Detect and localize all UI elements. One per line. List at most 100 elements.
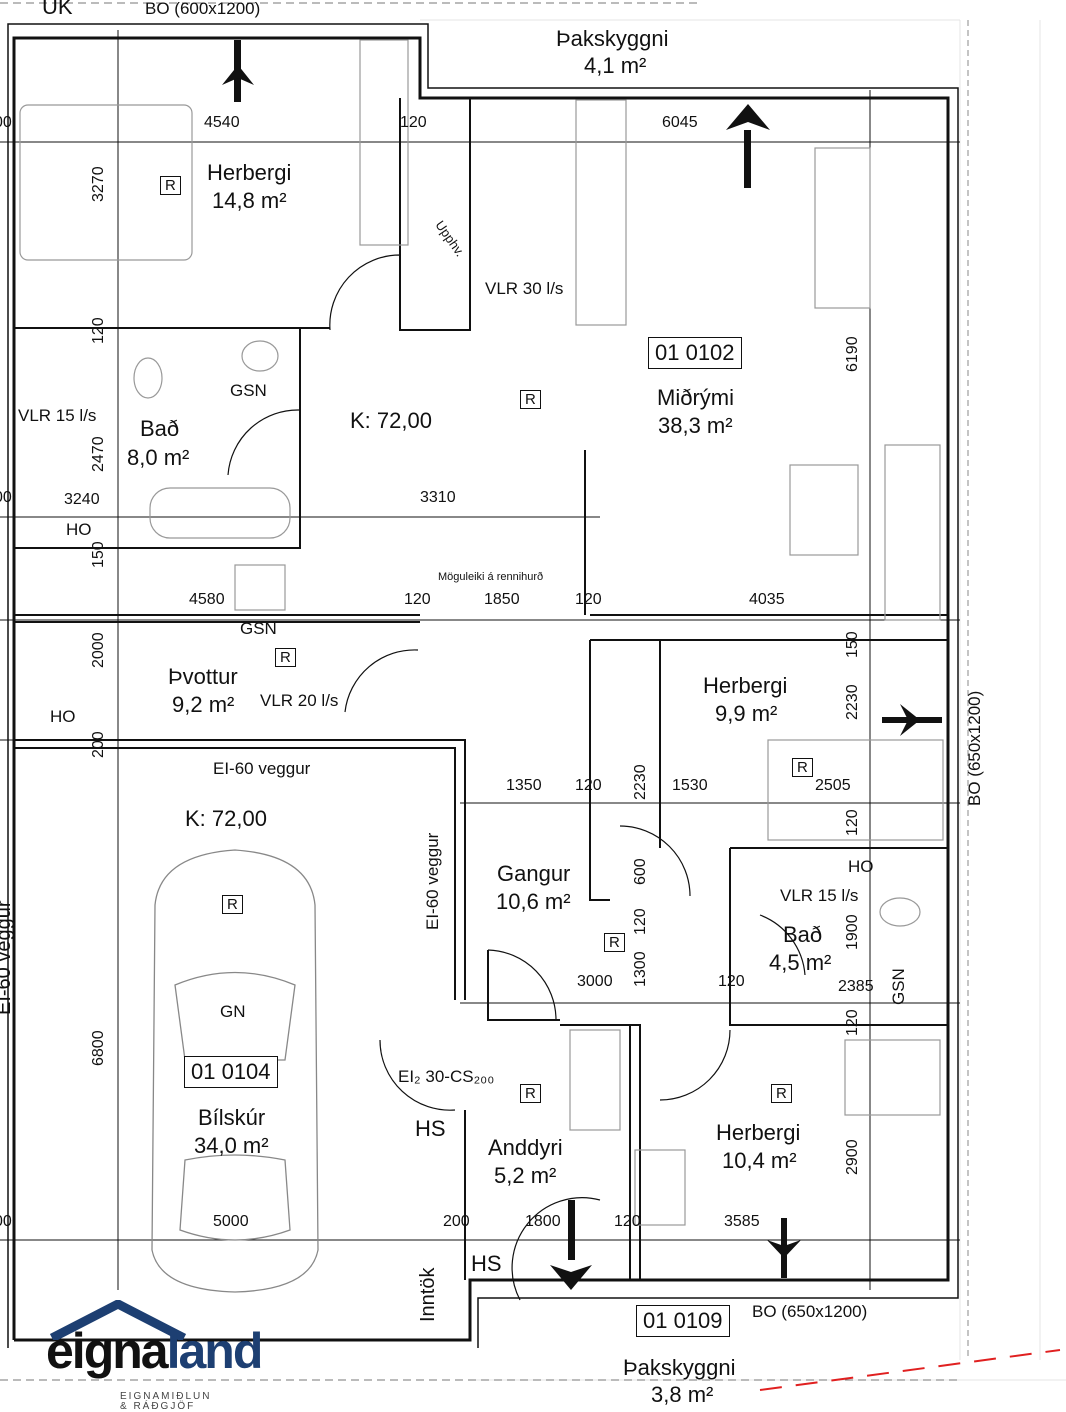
dimension-label: 200 <box>443 1213 470 1230</box>
inntok-label: Inntök <box>417 1267 439 1322</box>
logo-wordmark: eignaland <box>46 1323 263 1379</box>
vent-label-30: VLR 30 l/s <box>485 279 564 298</box>
dimension-label: 120 <box>844 1009 861 1036</box>
dimension-label: 3310 <box>420 489 456 506</box>
room-bad-2-area: 4,5 m² <box>769 950 832 975</box>
room-midrymi-area: 38,3 m² <box>658 413 733 438</box>
entrance-arrows <box>222 40 942 1290</box>
uk-label: UK <box>42 0 73 19</box>
car-drawing <box>151 849 319 1293</box>
room-herbergi-2-name: Herbergi <box>703 673 788 698</box>
dimension-label: 5000 <box>213 1213 249 1230</box>
background-grid <box>420 19 1066 1381</box>
room-herbergi-1-area: 14,8 m² <box>212 188 287 213</box>
room-bad-1-name: Bað <box>140 416 180 441</box>
room-bad-2-name: Bað <box>783 922 823 947</box>
gn-label: GN <box>220 1002 246 1021</box>
dimension-label: 3000 <box>577 973 613 990</box>
dimension-label: 2900 <box>844 1139 861 1175</box>
ceiling-height-1: K: 72,00 <box>350 408 432 433</box>
canopy-top-name: Þakskyggni <box>556 26 669 51</box>
property-line <box>759 1349 1061 1391</box>
sliding-door-note: Möguleiki á rennihurð <box>438 571 544 583</box>
dimension-label: 600 <box>632 858 649 885</box>
canopy-bottom-name: Þakskyggni <box>623 1355 736 1380</box>
room-midrymi-name: Miðrými <box>657 385 734 410</box>
dimension-label: 1300 <box>632 951 649 987</box>
dimension-label: 120 <box>90 317 107 344</box>
gsn-label-2: GSN <box>240 619 277 638</box>
dimension-label: 3270 <box>90 166 107 202</box>
dimension-label: 120 <box>718 973 745 990</box>
room-pvottur-area: 9,2 m² <box>172 692 235 717</box>
hs-label-1: HS <box>415 1116 446 1141</box>
house-roof-icon <box>49 1300 187 1340</box>
dimension-label: 1350 <box>506 777 542 794</box>
dimension-label: 150 <box>844 631 861 658</box>
logo-tagline: EIGNAMIÐLUN & RÁÐGJÖF <box>120 1391 212 1412</box>
dimension-label: 2470 <box>90 436 107 472</box>
furniture <box>19 39 944 1226</box>
vent-label-15b: VLR 15 l/s <box>780 886 859 905</box>
bathtub <box>149 487 291 539</box>
dimension-label: 3240 <box>64 491 100 508</box>
dimension-label: 120 <box>400 114 427 131</box>
dimension-label: 1530 <box>672 777 708 794</box>
canopy-bottom-area: 3,8 m² <box>651 1382 714 1407</box>
dimension-label: 120 <box>614 1213 641 1230</box>
room-herbergi-2-area: 9,9 m² <box>715 701 778 726</box>
dimension-label: 2230 <box>632 764 649 800</box>
room-herbergi-3-area: 10,4 m² <box>722 1148 797 1173</box>
radiator-marker: R <box>792 758 813 777</box>
dimension-label: 2385 <box>838 978 874 995</box>
door-swings <box>227 254 806 1301</box>
radiator-marker: R <box>771 1084 792 1103</box>
dimension-label: 150 <box>90 541 107 568</box>
vent-label-20: VLR 20 l/s <box>260 691 339 710</box>
exterior-walls <box>7 23 959 1348</box>
room-gangur-name: Gangur <box>497 861 571 886</box>
dimension-label: 6190 <box>844 336 861 372</box>
interior-walls <box>14 98 948 1280</box>
dimension-label: 120 <box>404 591 431 608</box>
dimension-label: 1900 <box>844 914 861 950</box>
dimension-label: 120 <box>632 908 649 935</box>
room-herbergi-3-name: Herbergi <box>716 1120 801 1145</box>
dimension-label: 2230 <box>844 684 861 720</box>
dimension-label: 2505 <box>815 777 851 794</box>
ho-label-2: HO <box>50 707 76 726</box>
dimension-label: 3585 <box>724 1213 760 1230</box>
fire-wall-label-1: EI-60 veggur <box>213 759 311 778</box>
unit-id-canopy-bottom: 01 0109 <box>636 1305 730 1337</box>
radiator-marker: R <box>520 390 541 409</box>
room-gangur-area: 10,6 m² <box>496 889 571 914</box>
fire-wall-label-3: EI-60 veggur <box>0 900 15 1015</box>
dining-table <box>814 147 871 309</box>
vent-label-15a: VLR 15 l/s <box>18 406 97 425</box>
dimension-label: 00 <box>0 489 12 506</box>
window-label-top: BO (600x1200) <box>145 0 261 18</box>
dimension-label: 4035 <box>749 591 785 608</box>
radiator-marker: R <box>520 1084 541 1103</box>
dimension-label: 2000 <box>90 632 107 668</box>
dimension-label: 200 <box>90 731 107 758</box>
dimension-label: 6045 <box>662 114 698 131</box>
hs-label-2: HS <box>471 1251 502 1276</box>
unit-id-bilskur: 01 0104 <box>184 1056 278 1088</box>
dimension-label: 120 <box>575 777 602 794</box>
radiator-marker: R <box>222 895 243 914</box>
fire-wall-label-2: EI-60 veggur <box>423 832 442 930</box>
dimension-label: 6800 <box>90 1030 107 1066</box>
radiator-marker: R <box>604 933 625 952</box>
dimension-label: 4540 <box>204 114 240 131</box>
room-bilskur-name: Bílskúr <box>198 1105 266 1130</box>
canopy-top-area: 4,1 m² <box>584 53 647 78</box>
ceiling-height-2: K: 72,00 <box>185 806 267 831</box>
dimension-label: 120 <box>575 591 602 608</box>
room-anddyri-area: 5,2 m² <box>494 1163 557 1188</box>
room-herbergi-1-name: Herbergi <box>207 160 292 185</box>
dimension-lines <box>0 30 960 1290</box>
room-bilskur-area: 34,0 m² <box>194 1133 269 1158</box>
window-label-right: BO (650x1200) <box>965 690 984 806</box>
